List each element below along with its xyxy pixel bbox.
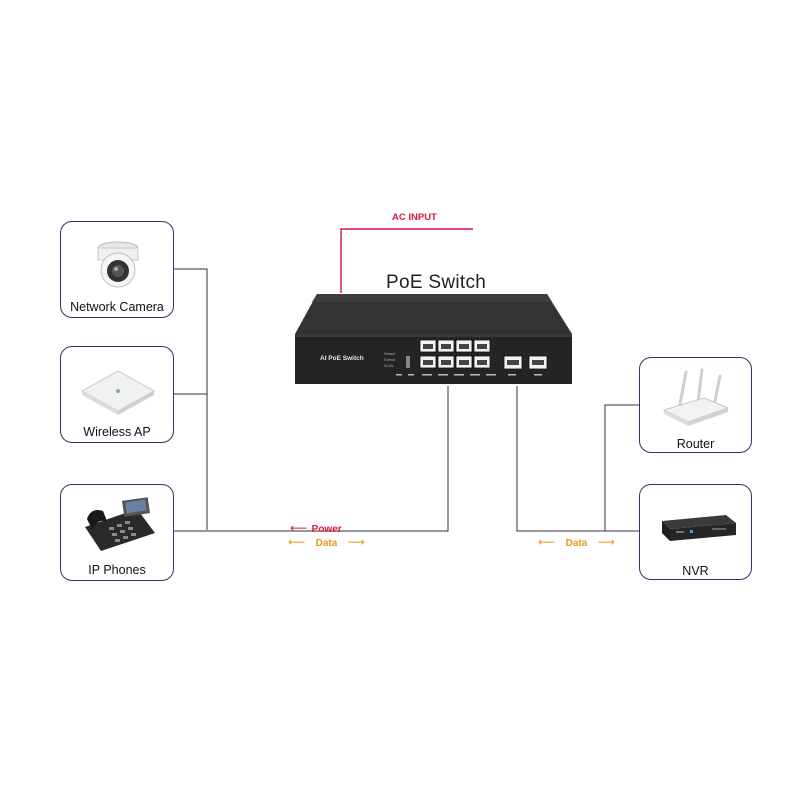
router-icon bbox=[662, 368, 730, 426]
poe-switch-device: AI PoE Switch Default Extend VLAN bbox=[295, 294, 572, 384]
ip-phones-label: IP Phones bbox=[88, 563, 146, 577]
ac-input-line bbox=[340, 228, 473, 293]
right-data-label: Data bbox=[565, 538, 588, 549]
left-data-indicator: ⟵ Data ⟶ bbox=[288, 533, 365, 551]
arrow-right-icon: ⟶ bbox=[597, 535, 615, 549]
power-indicator: ⟵ Power bbox=[290, 519, 342, 537]
switch-title: PoE Switch bbox=[386, 272, 487, 293]
router-wire bbox=[604, 404, 640, 531]
switch-front-label: AI PoE Switch bbox=[320, 355, 364, 362]
mode-label-default: Default bbox=[384, 352, 395, 356]
right-data-indicator: ⟵ Data ⟶ bbox=[538, 533, 615, 551]
wireless-ap-icon bbox=[80, 370, 156, 415]
arrow-left-icon: ⟵ bbox=[288, 535, 306, 549]
mode-label-vlan: VLAN bbox=[384, 364, 394, 368]
nvr-icon bbox=[662, 515, 736, 541]
card-wireless-ap: Wireless AP bbox=[60, 346, 174, 443]
camera-icon bbox=[97, 241, 139, 288]
wireless-ap-label: Wireless AP bbox=[83, 425, 151, 439]
nvr-label: NVR bbox=[682, 564, 709, 578]
router-label: Router bbox=[676, 437, 715, 451]
left-data-label: Data bbox=[315, 538, 338, 549]
arrow-left-icon: ⟵ bbox=[290, 521, 308, 535]
card-network-camera: Network Camera bbox=[60, 221, 174, 318]
arrow-right-icon: ⟶ bbox=[347, 535, 365, 549]
card-nvr: NVR bbox=[639, 484, 752, 580]
card-router: Router bbox=[639, 357, 752, 453]
phone-switch-wire bbox=[174, 386, 449, 532]
switch-nvr-wire bbox=[516, 386, 640, 532]
card-ip-phones: IP Phones bbox=[60, 484, 174, 581]
mode-label-extend: Extend bbox=[384, 358, 395, 362]
arrow-left-icon: ⟵ bbox=[538, 535, 556, 549]
ac-input-label: AC INPUT bbox=[392, 212, 437, 223]
camera-wire bbox=[174, 268, 208, 530]
network-camera-label: Network Camera bbox=[70, 300, 164, 314]
power-label: Power bbox=[311, 524, 342, 535]
ip-phone-icon bbox=[85, 497, 155, 551]
